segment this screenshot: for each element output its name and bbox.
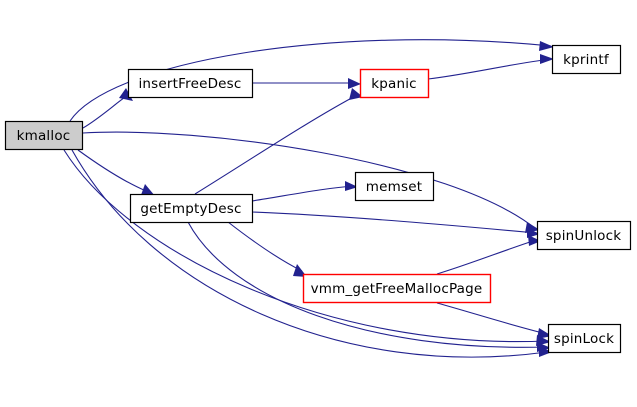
edge-line: [77, 149, 147, 192]
arrowhead-icon: [345, 181, 358, 191]
node-layer: kmalloc insertFreeDesc kpanic kprintf getEmp…: [4, 44, 632, 354]
edge-kmalloc-to-spinLock: [63, 149, 551, 346]
edge-vmm_getFreeMallocPage-to-spinLock: [436, 302, 552, 339]
edge-kmalloc-to-insertFreeDesc: [82, 88, 133, 129]
edge-layer: [63, 39, 554, 358]
edge-line: [251, 185, 355, 202]
edge-kmalloc-to-spinLock-2: [71, 149, 552, 358]
edge-kpanic-to-kprintf: [427, 54, 554, 80]
node-kpanic[interactable]: kpanic: [359, 68, 430, 99]
node-spinUnlock[interactable]: spinUnlock: [536, 220, 632, 251]
node-label: memset: [366, 179, 422, 195]
edge-getEmptyDesc-to-spinUnlock: [251, 211, 540, 238]
node-label: vmm_getFreeMallocPage: [311, 281, 483, 297]
node-spinLock[interactable]: spinLock: [547, 323, 622, 354]
edge-kmalloc-to-kprintf: [69, 39, 554, 122]
edge-line: [63, 149, 547, 343]
node-label: kprintf: [563, 52, 610, 68]
arrowhead-icon: [539, 41, 554, 51]
edge-getEmptyDesc-to-memset: [251, 181, 358, 202]
edge-line: [436, 302, 548, 335]
edge-line: [427, 58, 552, 80]
arrowhead-icon: [141, 184, 155, 196]
node-box[interactable]: [302, 273, 492, 304]
edge-line: [251, 211, 537, 234]
edge-line: [82, 131, 537, 230]
edge-line: [69, 39, 552, 122]
edge-kmalloc-to-getEmptyDesc: [77, 149, 155, 196]
arrowhead-icon: [539, 346, 552, 357]
edge-getEmptyDesc-to-vmm_getFreeMallocPage: [227, 221, 307, 277]
edge-line: [194, 93, 360, 195]
edge-line: [436, 239, 537, 275]
node-memset[interactable]: memset: [354, 171, 435, 202]
edge-line: [227, 221, 303, 272]
edge-vmm_getFreeMallocPage-to-spinUnlock: [436, 235, 541, 275]
arrowhead-icon: [527, 228, 540, 238]
arrowhead-icon: [348, 78, 361, 89]
node-kprintf[interactable]: kprintf: [551, 44, 622, 75]
edge-line: [187, 221, 547, 348]
node-box[interactable]: [536, 220, 632, 251]
node-kmalloc[interactable]: kmalloc: [4, 120, 84, 151]
node-box[interactable]: [129, 193, 254, 224]
node-getEmptyDesc[interactable]: getEmptyDesc: [129, 193, 254, 224]
arrowhead-icon: [540, 54, 554, 64]
node-insertFreeDesc[interactable]: insertFreeDesc: [127, 68, 254, 99]
node-label: kpanic: [371, 76, 417, 92]
node-box[interactable]: [551, 44, 622, 75]
edge-line: [71, 149, 548, 358]
edge-getEmptyDesc-to-kpanic: [194, 88, 363, 195]
node-label: spinLock: [554, 331, 614, 347]
edge-insertFreeDesc-to-kpanic: [252, 78, 361, 89]
node-label: spinUnlock: [546, 228, 622, 244]
node-label: kmalloc: [17, 128, 71, 144]
arrowhead-icon: [528, 235, 541, 246]
edge-line: [82, 94, 129, 129]
node-vmm_getFreeMallocPage[interactable]: vmm_getFreeMallocPage: [302, 273, 492, 304]
node-box[interactable]: [359, 68, 430, 99]
node-box[interactable]: [127, 68, 254, 99]
arrowhead-icon: [349, 88, 363, 100]
node-box[interactable]: [354, 171, 435, 202]
arrowhead-icon: [293, 264, 307, 277]
node-box[interactable]: [547, 323, 622, 354]
node-label: insertFreeDesc: [138, 76, 241, 92]
node-label: getEmptyDesc: [140, 201, 241, 217]
node-box[interactable]: [4, 120, 84, 151]
